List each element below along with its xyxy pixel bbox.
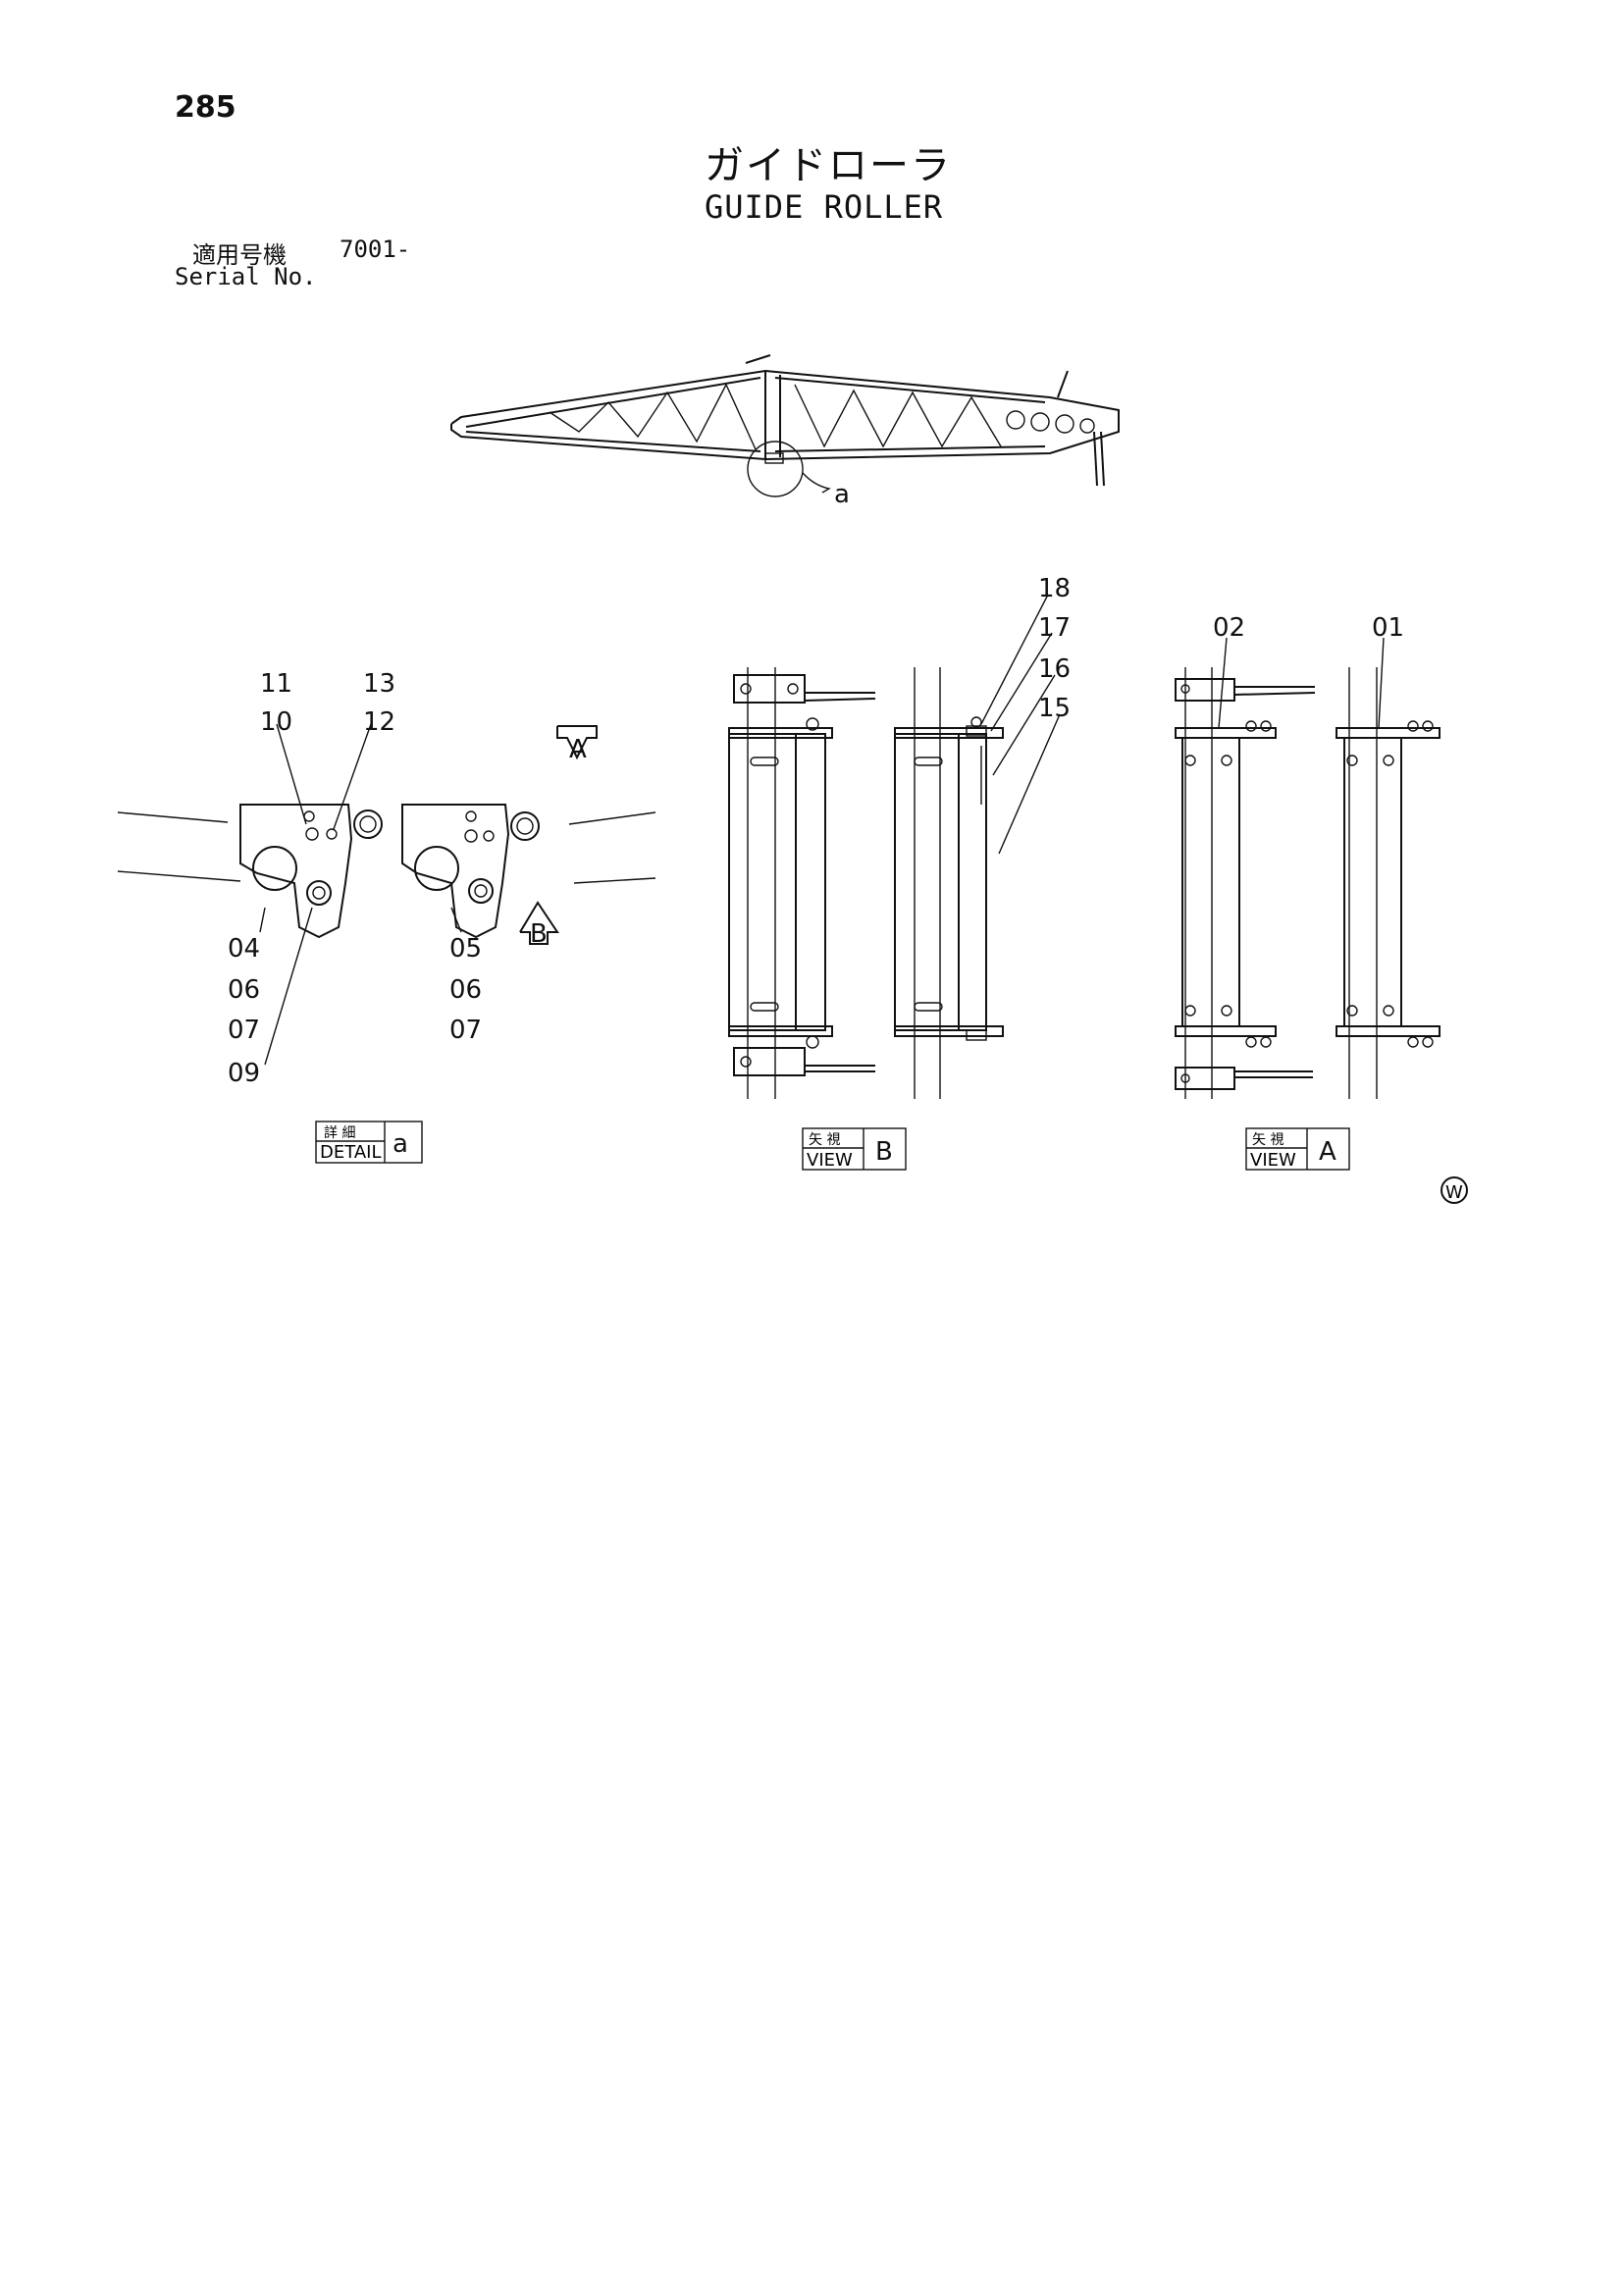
arrow-view-a-label: A (569, 735, 587, 764)
part-05: 05 (449, 934, 482, 964)
w-mark: W (1441, 1176, 1468, 1204)
part-06b: 06 (449, 975, 482, 1005)
part-04: 04 (228, 934, 260, 964)
part-13: 13 (363, 669, 395, 699)
view-b-label-en: VIEW (807, 1150, 853, 1171)
view-a-label-letter: A (1319, 1137, 1336, 1167)
part-11: 11 (260, 669, 292, 699)
part-10: 10 (260, 707, 292, 737)
page-title-ja: ガイドローラ (705, 143, 952, 188)
part-01: 01 (1372, 613, 1404, 643)
view-b-label-letter: B (875, 1137, 893, 1167)
part-07: 07 (228, 1016, 260, 1045)
part-17: 17 (1038, 613, 1071, 643)
page-number: 285 (175, 90, 236, 125)
view-a-label-ja: 矢 視 (1252, 1132, 1283, 1148)
view-a-label-en: VIEW (1250, 1150, 1296, 1171)
part-15: 15 (1038, 694, 1071, 723)
serial-label-en: Serial No. (175, 263, 317, 290)
part-06: 06 (228, 975, 260, 1005)
arrow-view-b-label: B (530, 919, 548, 949)
part-07b: 07 (449, 1016, 482, 1045)
part-09: 09 (228, 1059, 260, 1088)
view-b-drawing: 18 17 16 15 矢 視 VIEW B (728, 574, 1071, 1171)
serial-value: 7001- (340, 235, 411, 263)
w-mark-letter: W (1445, 1182, 1463, 1203)
detail-label-en: DETAIL (320, 1142, 381, 1163)
page-title-en: GUIDE ROLLER (705, 188, 944, 226)
part-18: 18 (1038, 574, 1071, 603)
part-12: 12 (363, 707, 395, 737)
detail-label-ja: 詳 細 (324, 1125, 355, 1141)
serial-label-ja: 適用号機 (192, 241, 287, 269)
view-a-drawing: 02 01 矢 視 VIEW A (1175, 613, 1441, 1171)
part-16: 16 (1038, 654, 1071, 684)
boom-overview: a (450, 354, 1120, 509)
callout-a-label: a (834, 480, 850, 509)
detail-a-drawing: A B 11 10 13 12 04 06 07 09 05 06 07 詳 細… (117, 669, 656, 1164)
part-02: 02 (1213, 613, 1245, 643)
view-b-label-ja: 矢 視 (809, 1132, 840, 1148)
detail-label-letter: a (393, 1129, 408, 1159)
